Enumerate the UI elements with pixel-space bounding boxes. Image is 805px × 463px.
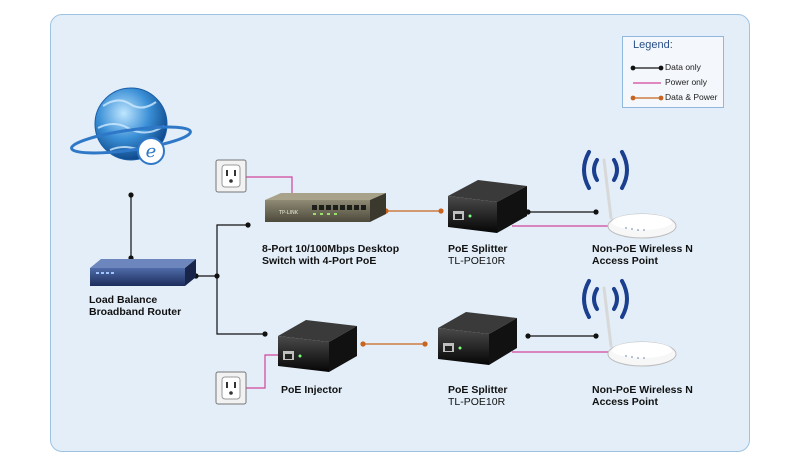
internet-globe-icon: e	[70, 87, 192, 165]
power-only-connections	[245, 176, 612, 389]
ap-top-label: Non-PoE Wireless N Access Point	[592, 243, 693, 267]
legend-item-data-only: Data only	[623, 61, 723, 75]
legend: Legend: Data only Power only Data & Powe…	[622, 36, 724, 108]
wifi-signal-icon	[582, 279, 629, 319]
router-label-line1: Load Balance	[89, 294, 158, 306]
branch-line	[216, 224, 265, 335]
switch-icon: TP-LINK	[265, 193, 386, 222]
legend-label: Data only	[665, 62, 701, 72]
switch-label: 8-Port 10/100Mbps Desktop Switch with 4-…	[262, 243, 399, 267]
data-and-power-connections	[363, 210, 441, 345]
splitter-bottom-label: PoE Splitter TL-POE10R	[448, 384, 508, 408]
poe-endpoint-dots	[360, 208, 444, 347]
legend-label: Data & Power	[665, 92, 718, 102]
poe-splitter-icon	[438, 312, 517, 365]
data-only-line-icon	[630, 65, 664, 71]
poe-splitter-icon	[448, 180, 527, 233]
outlet-top-power-line	[245, 176, 293, 198]
injector-label: PoE Injector	[281, 384, 342, 396]
switch-brand-text: TP-LINK	[278, 210, 299, 216]
wireless-access-point-icon	[602, 158, 677, 239]
splitter-top-label-line1: PoE Splitter	[448, 243, 508, 255]
ap-bottom-label-line1: Non-PoE Wireless N	[592, 384, 693, 396]
splitter-bottom-label-line1: PoE Splitter	[448, 384, 508, 396]
router-label-line2: Broadband Router	[89, 306, 182, 318]
splitter-top-label: PoE Splitter TL-POE10R	[448, 243, 508, 267]
splitter-top-label-line2: TL-POE10R	[448, 255, 506, 267]
splitter-bottom-label-line2: TL-POE10R	[448, 396, 506, 408]
legend-item-data-and-power: Data & Power	[623, 91, 723, 105]
ap-top-label-line2: Access Point	[592, 255, 658, 267]
outlet-bottom-power-line	[246, 354, 282, 389]
legend-title: Legend:	[633, 39, 673, 51]
legend-item-power-only: Power only	[623, 76, 723, 90]
poe-injector-icon	[278, 320, 357, 372]
injector-label-line1: PoE Injector	[281, 384, 343, 396]
ap-top-label-line1: Non-PoE Wireless N	[592, 243, 693, 255]
router-icon	[90, 259, 196, 286]
switch-label-line2: Switch with 4-Port PoE	[262, 255, 377, 267]
wifi-signal-icon	[582, 150, 629, 190]
router-label: Load Balance Broadband Router	[89, 294, 181, 318]
ap-bottom-label-line2: Access Point	[592, 396, 658, 408]
power-outlet-icon	[215, 371, 247, 405]
power-only-line-icon	[633, 82, 661, 84]
data-and-power-line-icon	[630, 95, 664, 101]
svg-text:e: e	[146, 141, 157, 162]
data-only-connections	[130, 195, 596, 337]
power-outlet-icon	[215, 159, 247, 193]
wireless-access-point-icon	[602, 286, 677, 367]
ap-bottom-label: Non-PoE Wireless N Access Point	[592, 384, 693, 408]
switch-label-line1: 8-Port 10/100Mbps Desktop	[262, 243, 400, 255]
legend-label: Power only	[665, 77, 708, 87]
